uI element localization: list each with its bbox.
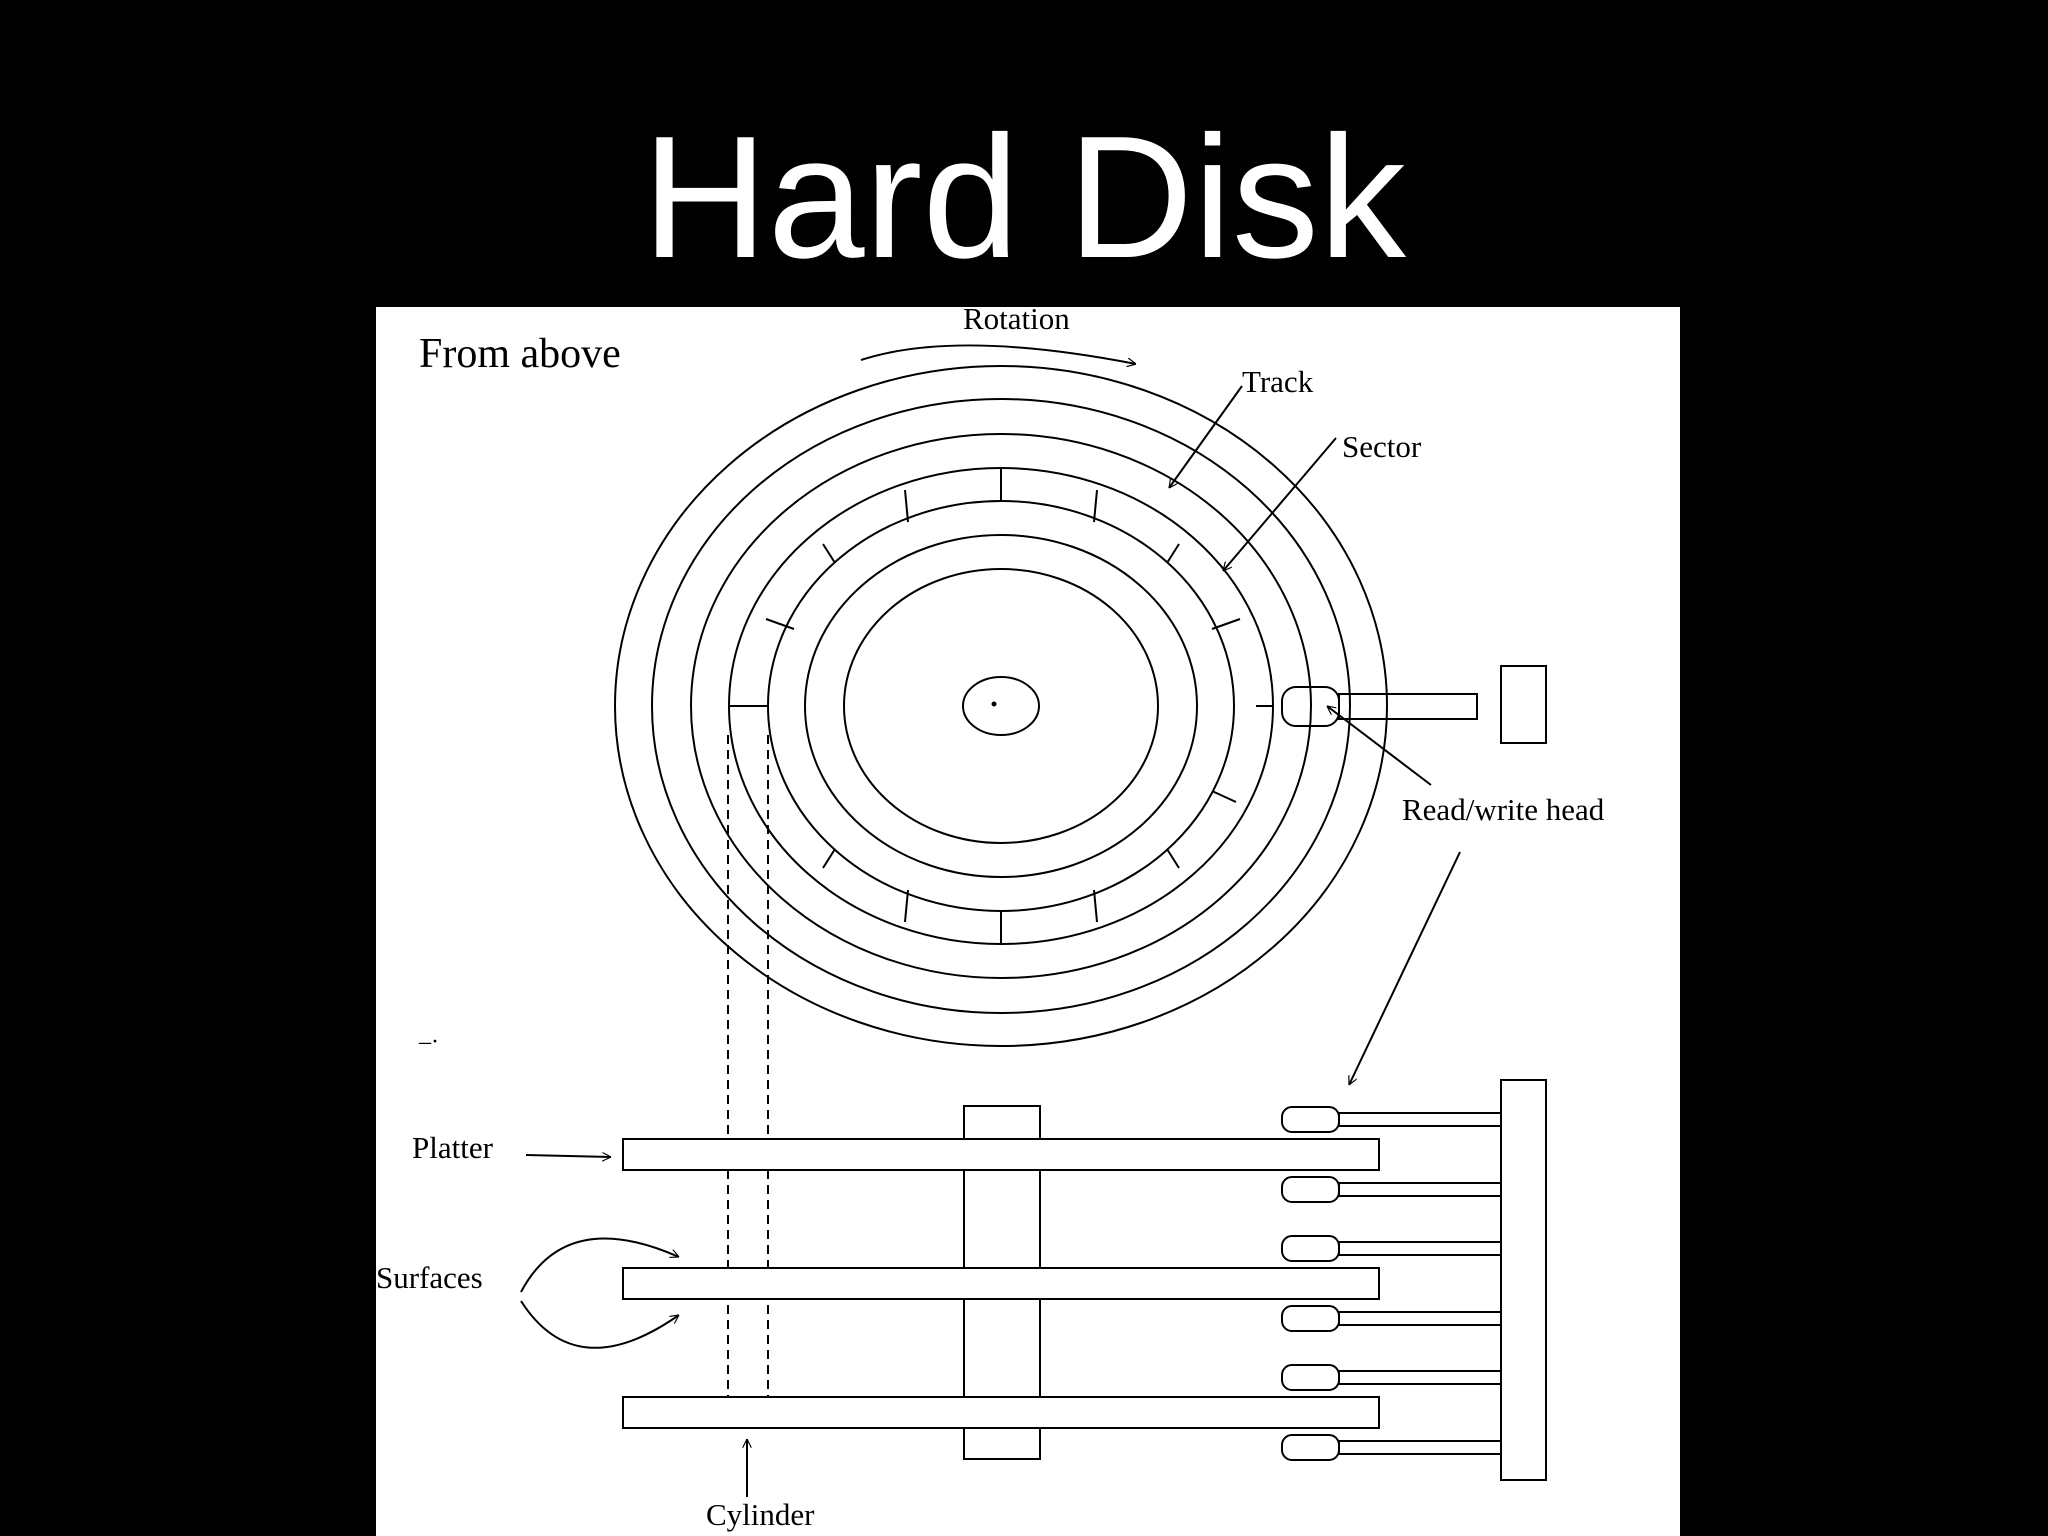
surfaces-label: Surfaces [376, 1260, 483, 1295]
sector-dividers [729, 468, 1273, 944]
hard-disk-diagram: From above Rotation Track Sector Read/wr… [376, 307, 1680, 1536]
rotation-arrow [860, 344, 1136, 364]
head-arm [1338, 1311, 1502, 1326]
platter-arrow [525, 1155, 611, 1157]
sector-label: Sector [1342, 429, 1422, 464]
track-arrow [1168, 385, 1243, 488]
platter-label: Platter [412, 1130, 494, 1165]
head-arm [1338, 693, 1478, 720]
rotation-label: Rotation [963, 307, 1070, 336]
track-ring [804, 534, 1198, 878]
stray-mark: –· [418, 1029, 439, 1055]
disk-edge [614, 365, 1388, 1047]
head-arm [1338, 1370, 1502, 1385]
track-ring [651, 398, 1351, 1014]
actuator-column [1500, 1079, 1547, 1481]
read-write-head-top [1281, 665, 1547, 744]
slide-title: Hard Disk [642, 99, 1406, 294]
from-above-label: From above [419, 331, 621, 377]
spindle-center [991, 701, 997, 707]
surfaces-arrow-upper [520, 1237, 679, 1293]
disk-top-view [614, 365, 1547, 1424]
platter [622, 1267, 1380, 1300]
surfaces-arrow-lower [520, 1300, 679, 1349]
track-ring [843, 568, 1159, 844]
read-write-head-label: Read/write head [1402, 792, 1605, 827]
head-arrow-top [1327, 705, 1432, 786]
platter [622, 1138, 1380, 1171]
track-ring [690, 433, 1312, 979]
head-stack [1281, 1106, 1502, 1461]
sector-arrow [1223, 437, 1337, 571]
head-arrow-side [1348, 851, 1461, 1085]
head-arm [1338, 1182, 1502, 1197]
platter [622, 1396, 1380, 1429]
head-arm [1338, 1440, 1502, 1455]
figure-background [376, 307, 1680, 1536]
head-arm [1338, 1112, 1502, 1127]
spindle-hole [962, 676, 1040, 736]
actuator-block [1500, 665, 1547, 744]
head-arm [1338, 1241, 1502, 1256]
disk-side-view [622, 1079, 1547, 1481]
cylinder-label: Cylinder [706, 1497, 815, 1532]
track-label: Track [1242, 364, 1314, 399]
